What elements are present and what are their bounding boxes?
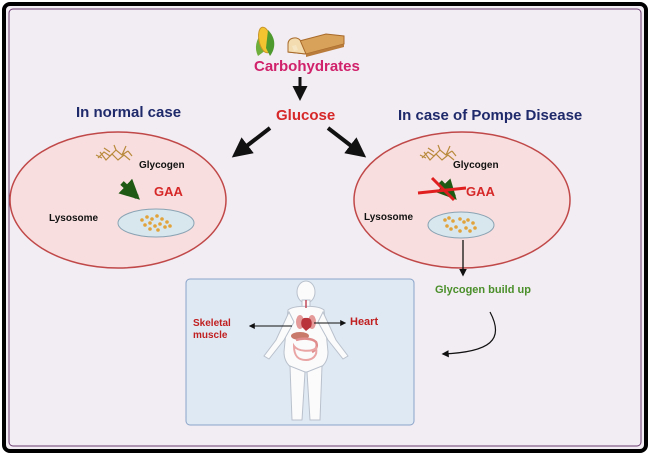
gaa-label-left: GAA [154,184,183,199]
corn-icon [255,26,275,56]
arrow-glucose-to-normal [231,126,272,158]
gaa-label-right: GAA [466,184,495,199]
skeletal-muscle-label-line2: muscle [193,330,228,341]
enzyme-arrow-left [118,178,140,200]
glycogen-cluster-icon-right [419,144,457,161]
skeletal-muscle-label-line1: Skeletal [193,318,231,329]
lysosome-right [427,211,495,239]
arrow-buildup-to-body [441,311,496,358]
glycogen-cluster-icon-left [95,144,133,161]
glycogen-buildup-label: Glycogen build up [435,284,531,296]
glycogen-label-right: Glycogen [453,160,499,171]
normal-case-title: In normal case [76,104,182,121]
heart-organ [301,317,312,331]
lysosome-label-right: Lysosome [364,212,414,223]
inner-border [8,8,642,447]
glucose-granules-icon-left [140,214,172,232]
heart-label: Heart [350,316,379,328]
lysosome-left [117,208,195,238]
inhibition-cross [417,176,467,202]
arrow-glucose-to-pompe [326,126,367,158]
glycogen-label-left: Glycogen [139,160,185,171]
pompe-cell [353,131,571,269]
glucose-label: Glucose [276,107,336,124]
pompe-disease-title: In case of Pompe Disease [398,107,583,124]
carbohydrates-label: Carbohydrates [254,58,360,75]
bread-icon [287,33,345,57]
lysosome-label-left: Lysosome [49,213,99,224]
glycogen-accumulation-icon [443,216,477,233]
